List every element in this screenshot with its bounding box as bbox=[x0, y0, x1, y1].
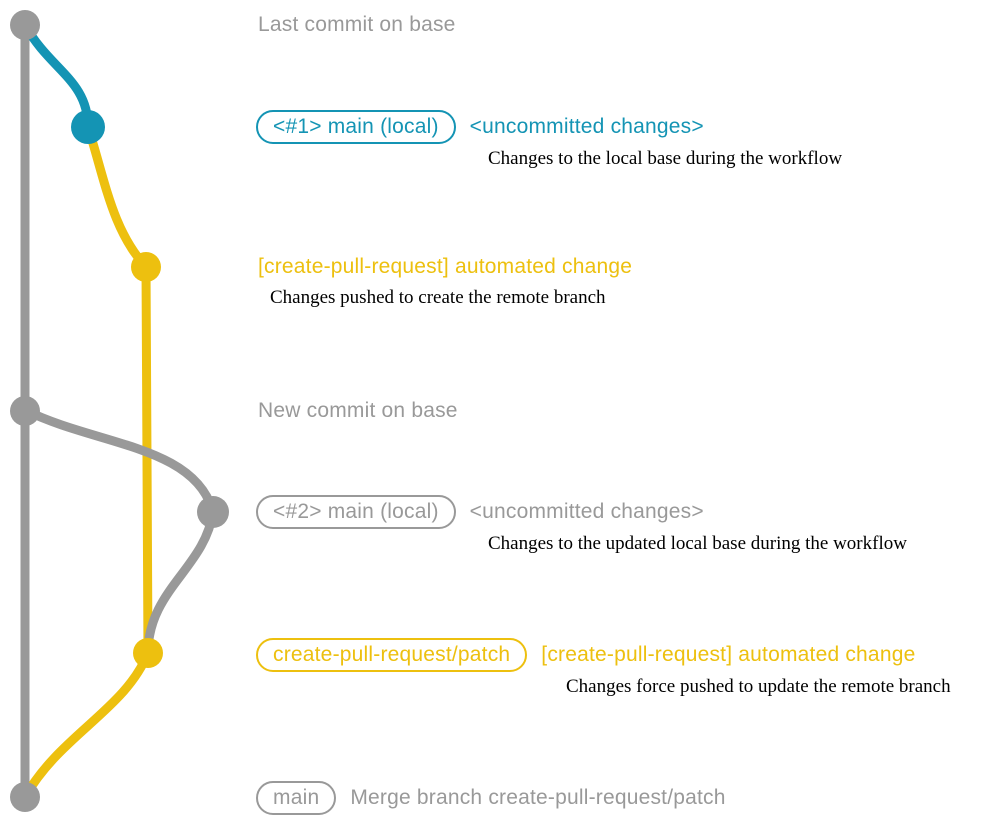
local-main-2-branch-line-out bbox=[20, 405, 218, 517]
commit-dot-main-2 bbox=[197, 496, 229, 528]
commit-note: Changes to the local base during the wor… bbox=[488, 148, 843, 169]
row-merge-commit: main Merge branch create-pull-request/pa… bbox=[256, 779, 726, 816]
commit-note: Changes to the updated local base during… bbox=[488, 533, 907, 554]
commit-dot-automated-2 bbox=[133, 638, 163, 668]
local-main-1-branch-line bbox=[20, 20, 93, 132]
commit-note: Changes force pushed to update the remot… bbox=[566, 676, 951, 697]
branch-badge: <#1> main (local) bbox=[256, 109, 456, 144]
commit-label: [create-pull-request] automated change bbox=[258, 255, 633, 278]
commit-label: <uncommitted changes> bbox=[469, 499, 704, 523]
commit-dot-automated-1 bbox=[131, 252, 161, 282]
row-last-commit-on-base: Last commit on base bbox=[258, 13, 456, 37]
row-main-local-2: <#2> main (local) <uncommitted changes> … bbox=[256, 493, 907, 555]
commit-label: <uncommitted changes> bbox=[469, 114, 704, 138]
commit-note: Changes pushed to create the remote bran… bbox=[270, 287, 606, 308]
commit-label: [create-pull-request] automated change bbox=[541, 642, 916, 666]
commit-label: New commit on base bbox=[258, 399, 458, 422]
row-new-commit-on-base: New commit on base bbox=[258, 399, 458, 423]
commit-line: create-pull-request/patch [create-pull-r… bbox=[256, 636, 951, 673]
commit-dot-main-1 bbox=[71, 110, 105, 144]
commit-dot-last-base bbox=[10, 10, 40, 40]
commit-label: Last commit on base bbox=[258, 13, 456, 36]
row-automated-change-1: [create-pull-request] automated change C… bbox=[258, 255, 632, 309]
patch-merge-line bbox=[20, 648, 153, 802]
commit-dot-merge bbox=[10, 782, 40, 812]
commit-line: main Merge branch create-pull-request/pa… bbox=[256, 779, 726, 816]
patch-branch-line-upper bbox=[83, 122, 151, 272]
row-main-local-1: <#1> main (local) <uncommitted changes> … bbox=[256, 108, 842, 170]
commit-line: <#1> main (local) <uncommitted changes> bbox=[256, 108, 842, 145]
commit-label: Merge branch create-pull-request/patch bbox=[350, 785, 726, 809]
commit-dot-new-base bbox=[10, 396, 40, 426]
branch-badge: main bbox=[256, 780, 337, 815]
branch-badge: <#2> main (local) bbox=[256, 494, 456, 529]
git-graph bbox=[10, 10, 229, 812]
commit-line: <#2> main (local) <uncommitted changes> bbox=[256, 493, 907, 530]
branch-badge: create-pull-request/patch bbox=[256, 637, 528, 672]
local-main-2-branch-line-in bbox=[143, 507, 218, 658]
row-patch-branch: create-pull-request/patch [create-pull-r… bbox=[256, 636, 951, 698]
patch-branch-line-vertical bbox=[141, 262, 153, 658]
